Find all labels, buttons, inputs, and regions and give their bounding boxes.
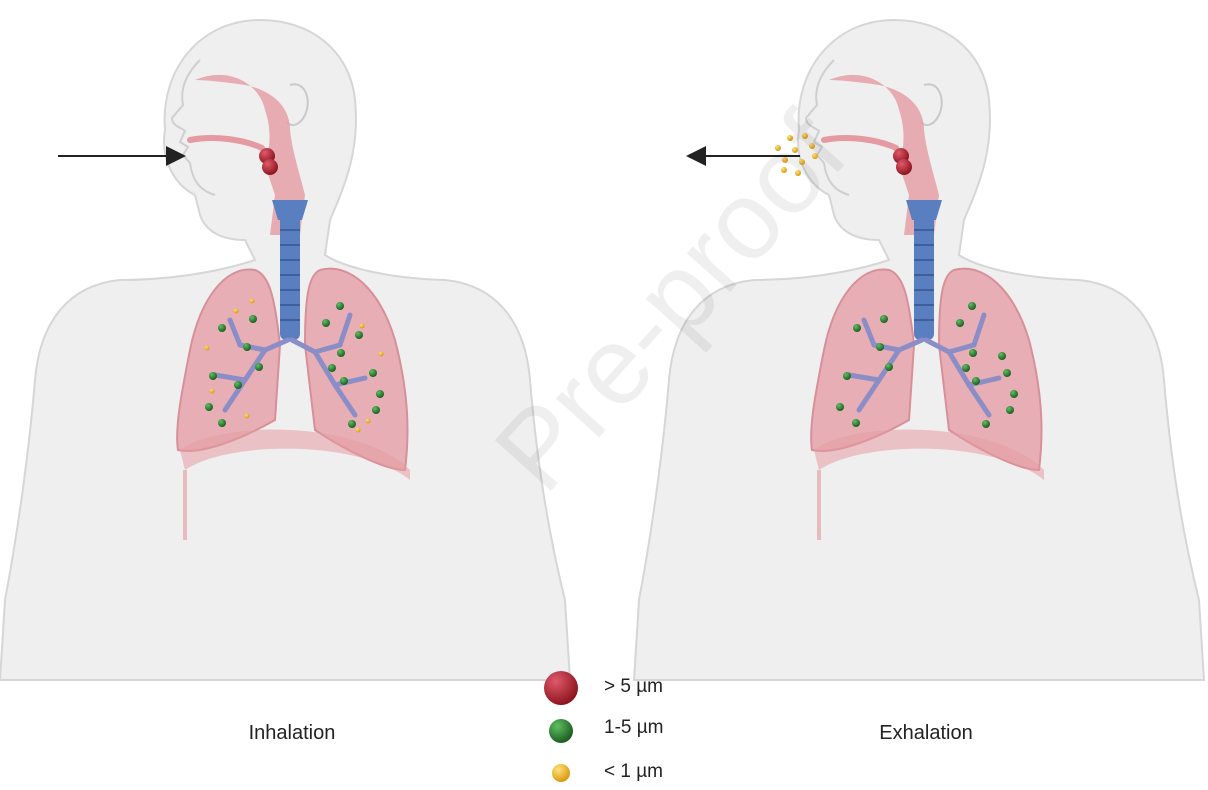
legend-small-label: < 1 µm [604,761,663,783]
inhalation-panel [0,20,570,680]
legend-medium-label: 1-5 µm [604,717,664,739]
exhalation-caption: Exhalation [826,722,1026,745]
exhalation-panel [634,20,1204,680]
exhalation-body-figure [634,20,1204,680]
legend-large-label: > 5 µm [604,676,663,698]
legend-large-particle-icon [544,671,578,705]
legend [544,671,578,782]
inhalation-caption: Inhalation [192,722,392,745]
inhalation-body-figure [0,20,570,680]
legend-medium-particle-icon [549,719,573,743]
legend-small-particle-icon [552,764,570,782]
